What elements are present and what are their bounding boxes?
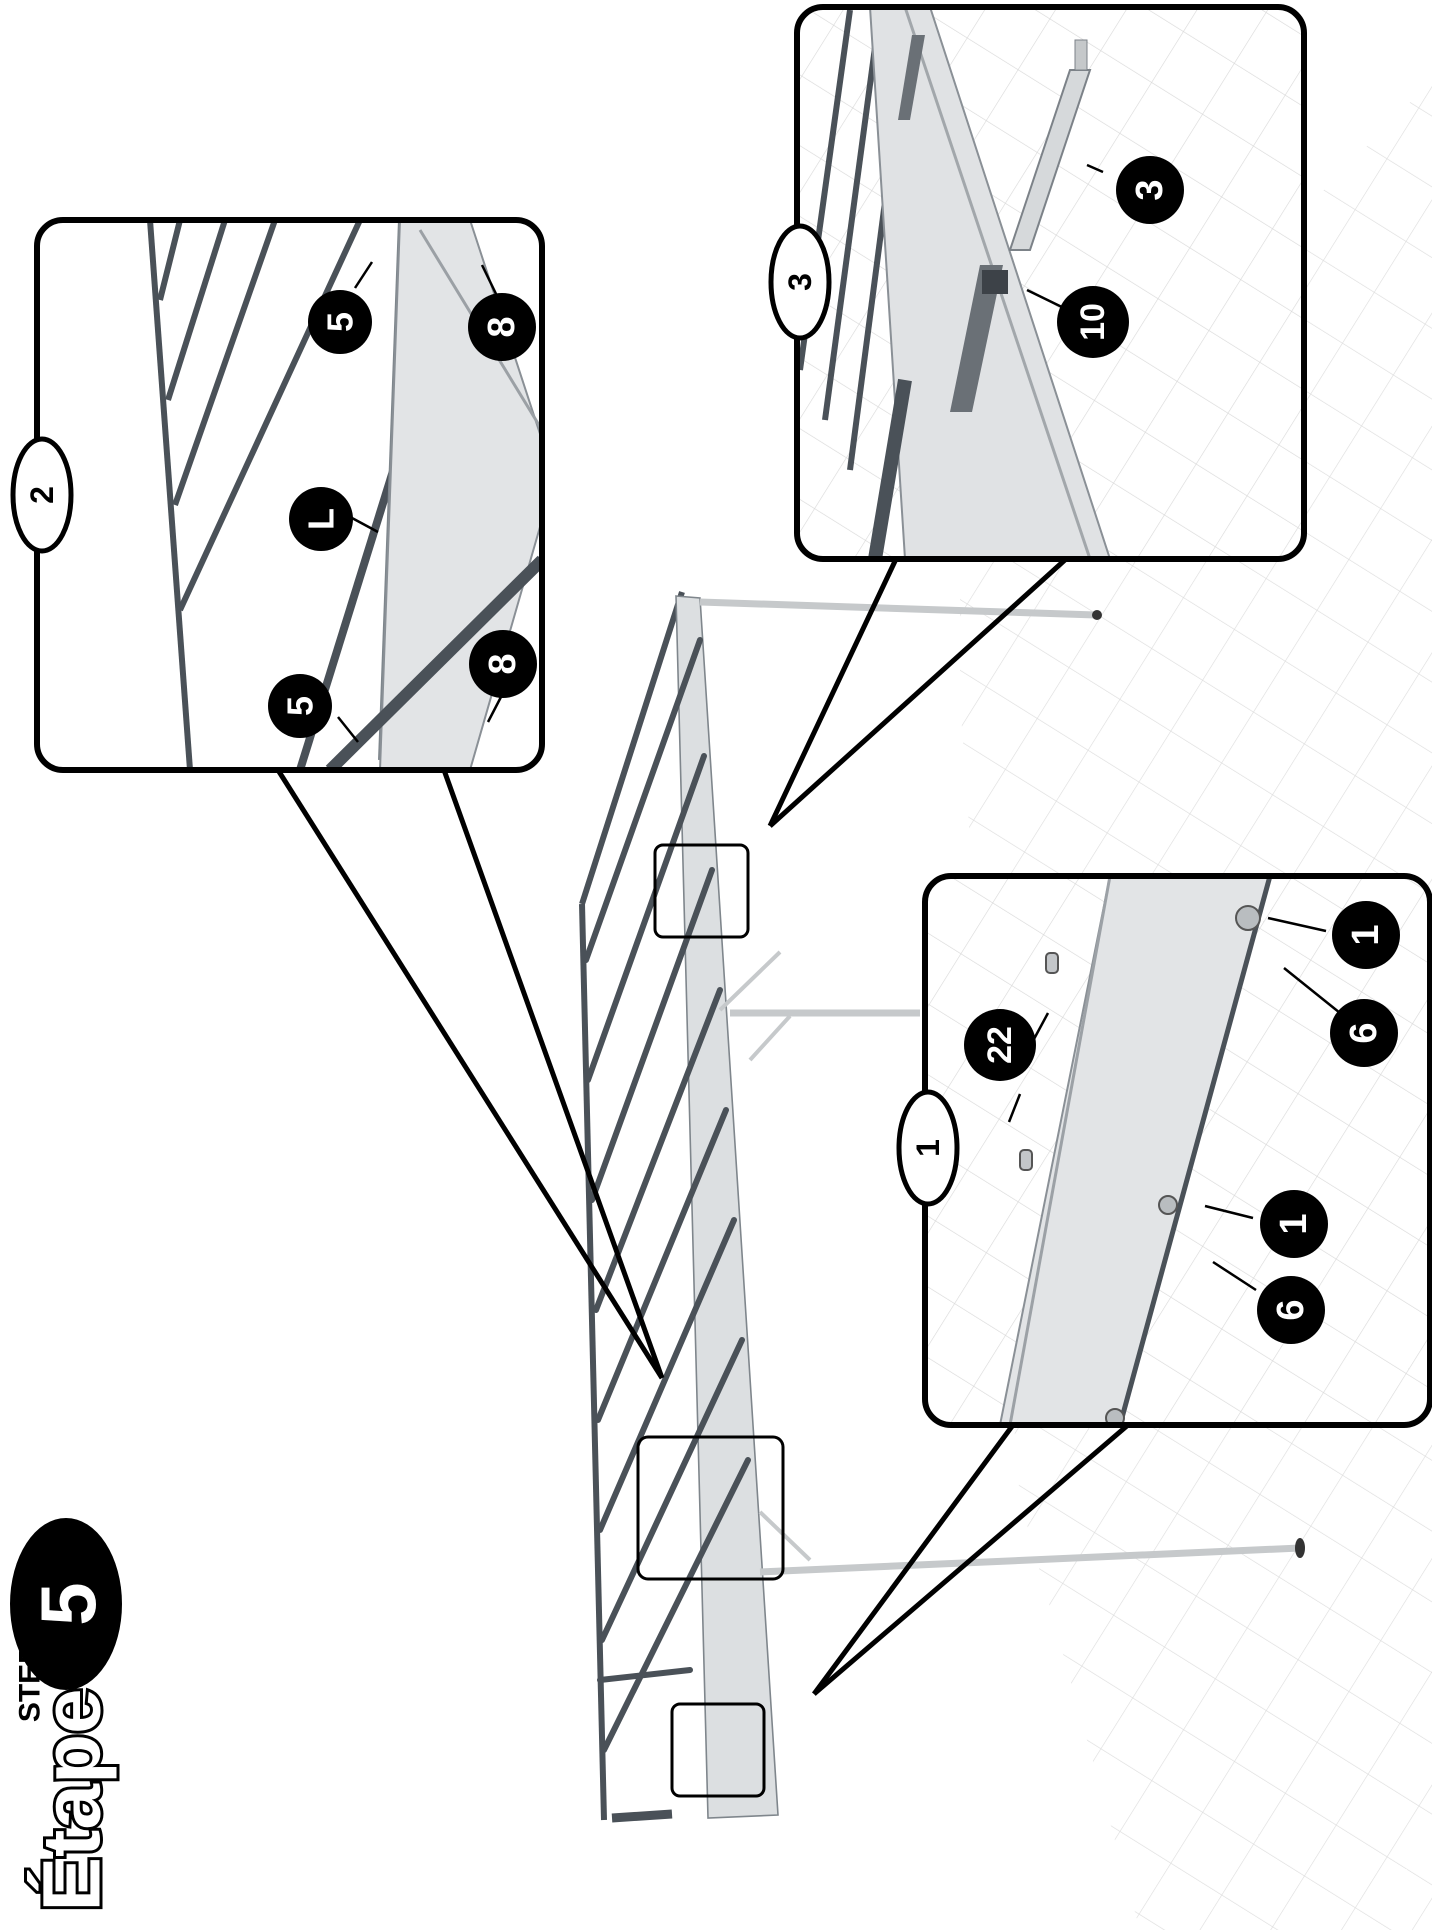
part-label-6-a: 6 [1343, 1022, 1385, 1043]
detail-1-tab-label: 1 [910, 1139, 946, 1157]
part-label-8-a: 8 [481, 316, 523, 337]
part-badge-1-b: 1 [1260, 1190, 1328, 1258]
step-header: 5 Étape STEP [10, 1518, 122, 1915]
part-label-10: 10 [1074, 303, 1112, 341]
part-label-8-b: 8 [482, 653, 524, 674]
detail-3-panel: 3 [768, 4, 1307, 562]
part-label-5-b: 5 [280, 696, 321, 716]
part-badge-1-a: 1 [1332, 901, 1400, 969]
step-small-label: STEP [14, 1644, 47, 1722]
part-label-3: 3 [1129, 179, 1171, 200]
part-label-1-b: 1 [1273, 1213, 1315, 1234]
main-frame [579, 591, 1305, 1823]
part-badge-8-b: 8 [469, 630, 537, 698]
detail-1-tab: 1 [896, 1089, 960, 1207]
part-badge-10: 10 [1057, 286, 1129, 358]
part-label-L: L [301, 508, 342, 530]
part-badge-5-a: 5 [308, 290, 372, 354]
step-number: 5 [24, 1582, 112, 1625]
part-label-6-b: 6 [1270, 1299, 1312, 1320]
callout-wedges [275, 557, 1130, 1696]
part-label-5-a: 5 [320, 312, 361, 332]
part-label-22: 22 [981, 1026, 1019, 1064]
detail-2-tab: 2 [10, 436, 74, 554]
part-badge-8-a: 8 [468, 293, 536, 361]
part-badge-L: L [289, 487, 353, 551]
part-badge-3: 3 [1116, 156, 1184, 224]
part-badge-6-b: 6 [1257, 1276, 1325, 1344]
detail-3-tab: 3 [768, 223, 832, 341]
part-badge-6-a: 6 [1330, 999, 1398, 1067]
step-word: Étape [27, 1688, 118, 1911]
detail-3-tab-label: 3 [782, 273, 818, 291]
part-badge-5-b: 5 [268, 674, 332, 738]
part-label-1-a: 1 [1345, 924, 1387, 945]
part-badge-22: 22 [964, 1009, 1036, 1081]
detail-2-tab-label: 2 [24, 486, 60, 504]
part-arrows [337, 163, 1346, 1292]
